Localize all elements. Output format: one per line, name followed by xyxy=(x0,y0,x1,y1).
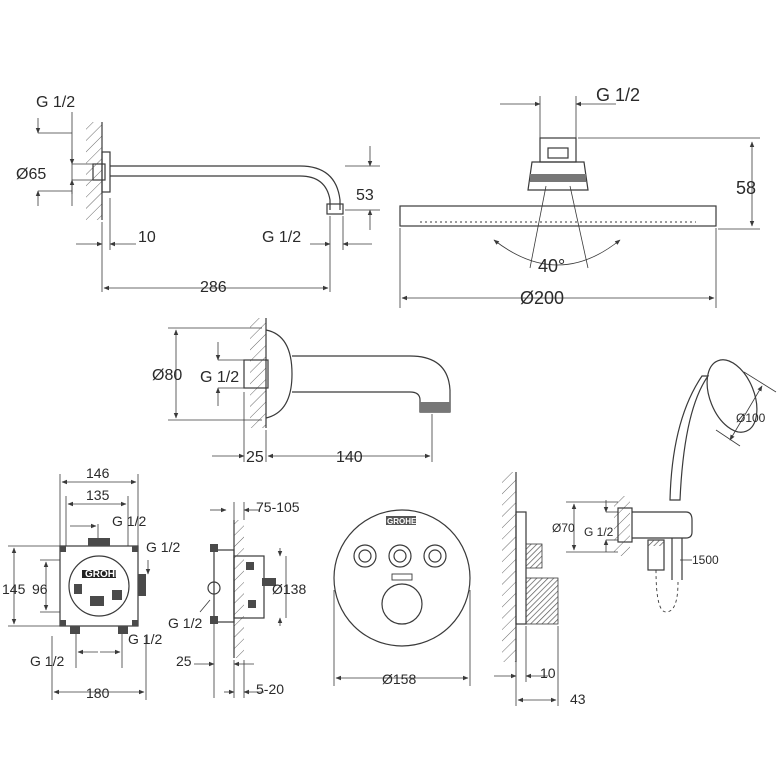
arm-drop-label: 53 xyxy=(356,187,374,204)
hand-hose-label: 1500 xyxy=(692,553,719,567)
arm-length-label: 286 xyxy=(200,279,227,296)
arm-depth-label: 10 xyxy=(138,229,156,246)
trim-brand: GROHE xyxy=(387,517,417,526)
rough-in-width-outer-label: 146 xyxy=(86,465,110,481)
arm-thread-end-label: G 1/2 xyxy=(262,229,301,246)
side-thread-label: G 1/2 xyxy=(168,615,202,631)
rough-in-thread-bottom-left-label: G 1/2 xyxy=(30,653,64,669)
spout-depth-label: 25 xyxy=(246,449,264,466)
trim-side-depth-label: 43 xyxy=(570,691,586,707)
rough-in-thread-top-label: G 1/2 xyxy=(112,513,146,529)
rough-in-front-view: GROHE 146 135 G 1/2 G 1/2 145 96 G 1/2 xyxy=(2,465,180,701)
arm-thread-label: G 1/2 xyxy=(36,94,75,111)
rough-in-height-outer-label: 145 xyxy=(2,581,26,597)
side-depth-range-label: 75-105 xyxy=(256,499,300,515)
side-diameter-label: Ø138 xyxy=(272,581,306,597)
rough-in-width-total-label: 180 xyxy=(86,685,110,701)
rough-in-brand: GROHE xyxy=(85,569,122,580)
hand-shower-view: Ø100 Ø70 G 1/2 1500 xyxy=(552,359,777,613)
bath-spout-view: Ø80 G 1/2 25 140 xyxy=(152,318,451,466)
side-offset-label: 25 xyxy=(176,653,192,669)
trim-side-wall-label: 10 xyxy=(540,665,556,681)
spout-thread-label: G 1/2 xyxy=(200,369,239,386)
head-angle-label: 40° xyxy=(538,256,565,276)
spout-diameter-label: Ø80 xyxy=(152,367,182,384)
rough-in-thread-bottom-right-label: G 1/2 xyxy=(128,631,162,647)
hand-outlet-diameter-label: Ø70 xyxy=(552,521,575,535)
head-diameter-label: Ø200 xyxy=(520,288,564,308)
head-height-label: 58 xyxy=(736,178,756,198)
trim-side-view: 10 43 xyxy=(494,472,586,707)
rough-in-width-inner-label: 135 xyxy=(86,487,110,503)
spout-length-label: 140 xyxy=(336,449,363,466)
rough-in-thread-side-label: G 1/2 xyxy=(146,539,180,555)
trim-diameter-label: Ø158 xyxy=(382,671,416,687)
side-cover-range-label: 5-20 xyxy=(256,681,284,697)
head-thread-label: G 1/2 xyxy=(596,85,640,105)
shower-arm-view: G 1/2 Ø65 10 G 1/2 53 286 xyxy=(16,94,380,296)
trim-front-view: GROHE Ø158 xyxy=(333,509,471,687)
hand-diameter-label: Ø100 xyxy=(736,411,766,425)
wall-hatch xyxy=(86,122,102,220)
rough-in-height-inner-label: 96 xyxy=(32,581,48,597)
rough-in-side-view: 75-105 Ø138 G 1/2 25 5-20 xyxy=(168,499,306,698)
arm-diameter-label: Ø65 xyxy=(16,166,46,183)
hand-thread-label: G 1/2 xyxy=(584,525,614,539)
head-shower-view: G 1/2 58 40° Ø200 xyxy=(399,85,760,308)
